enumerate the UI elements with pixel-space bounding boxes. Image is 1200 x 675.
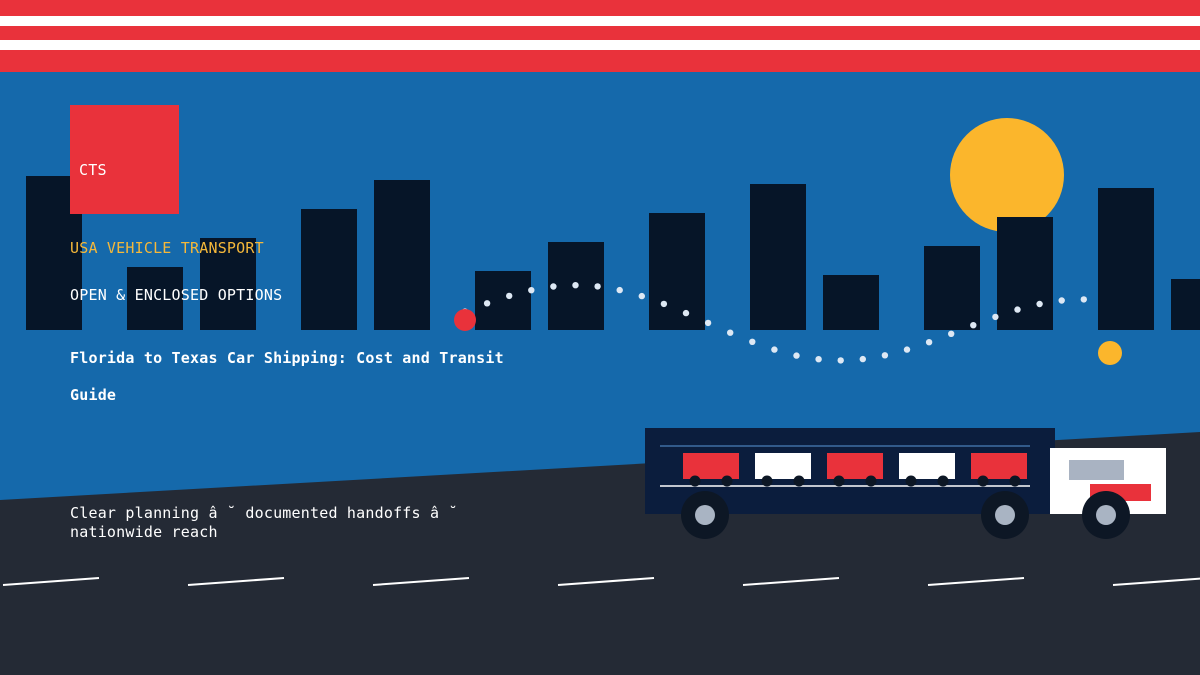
building xyxy=(475,271,531,330)
building xyxy=(997,217,1053,330)
building xyxy=(301,209,357,330)
hero-subkicker: OPEN & ENCLOSED OPTIONS xyxy=(70,286,283,304)
car-wheel xyxy=(905,475,917,487)
building xyxy=(924,246,980,330)
loaded-car xyxy=(899,453,955,487)
route-dot xyxy=(815,356,822,363)
building xyxy=(750,184,806,330)
route-dot xyxy=(704,319,712,327)
wheel-hub xyxy=(695,505,715,525)
car-body xyxy=(971,453,1027,479)
route-dot xyxy=(970,322,977,329)
hero-tagline: Clear planning â ˘ documented handoffs â… xyxy=(70,504,458,541)
route-dot xyxy=(1058,297,1065,304)
building xyxy=(823,275,879,330)
building xyxy=(649,213,705,330)
car-body xyxy=(899,453,955,479)
loaded-car xyxy=(827,453,883,487)
route-dot xyxy=(1080,296,1088,303)
wheel-hub xyxy=(1096,505,1116,525)
stripe-white xyxy=(0,40,1200,50)
lane-mark xyxy=(557,577,655,586)
route-dot xyxy=(660,300,668,308)
truck-wheels xyxy=(681,491,1130,539)
route-dot xyxy=(1036,300,1043,308)
building xyxy=(1171,279,1200,330)
route-dot xyxy=(1014,306,1021,313)
cab-window xyxy=(1069,460,1124,480)
route-dot xyxy=(727,329,734,336)
car-wheel xyxy=(1009,475,1021,487)
route-start-marker-icon xyxy=(454,309,476,331)
route-end-marker-icon xyxy=(1098,341,1122,365)
car-wheel xyxy=(977,475,989,487)
route-dot xyxy=(682,309,690,317)
car-wheel xyxy=(865,475,877,487)
building xyxy=(200,238,256,330)
route-dot xyxy=(638,292,645,300)
lane-mark xyxy=(372,577,470,586)
loaded-car xyxy=(971,453,1027,487)
route-dot xyxy=(616,286,623,294)
route-dot xyxy=(550,283,557,290)
route-dot xyxy=(483,300,491,307)
lane-mark xyxy=(187,577,285,586)
car-body xyxy=(755,453,811,479)
route-dot xyxy=(572,282,579,289)
route-dot xyxy=(528,287,535,294)
route-dot xyxy=(859,355,866,363)
sun-icon xyxy=(950,118,1064,232)
building xyxy=(374,180,430,330)
lane-markings xyxy=(2,577,1200,586)
loaded-car xyxy=(683,453,739,487)
route-dot xyxy=(881,352,889,359)
stripe-red-band xyxy=(0,0,1200,72)
building xyxy=(1098,188,1154,330)
lane-mark xyxy=(742,577,840,586)
wheel-hub xyxy=(995,505,1015,525)
route-dot xyxy=(925,339,933,346)
car-body xyxy=(683,453,739,479)
route-dot xyxy=(837,357,844,364)
car-wheel xyxy=(937,475,949,487)
brand-logo-text: CTS xyxy=(79,161,107,179)
building xyxy=(127,267,183,330)
car-wheel xyxy=(689,475,701,487)
car-wheel xyxy=(833,475,845,487)
lane-mark xyxy=(2,577,100,586)
page-title: Florida to Texas Car Shipping: Cost and … xyxy=(70,349,504,404)
route-dot xyxy=(793,352,800,359)
route-dot xyxy=(903,346,911,353)
loaded-car xyxy=(755,453,811,487)
route-dot xyxy=(594,283,601,290)
route-dot xyxy=(771,346,778,353)
lane-mark xyxy=(927,577,1025,586)
route-dot xyxy=(948,330,955,337)
flag-stripes xyxy=(0,0,1200,72)
route-dot xyxy=(749,338,756,345)
route-dot xyxy=(506,292,513,300)
route-path xyxy=(461,282,1088,364)
car-body xyxy=(827,453,883,479)
loaded-cars xyxy=(683,453,1027,487)
route-dot xyxy=(992,313,999,321)
car-wheel xyxy=(721,475,733,487)
car-wheel xyxy=(761,475,773,487)
stripe-white xyxy=(0,16,1200,26)
lane-mark xyxy=(1112,577,1200,586)
car-carrier-truck-icon xyxy=(645,428,1166,539)
hero-kicker: USA VEHICLE TRANSPORT xyxy=(70,239,264,257)
car-wheel xyxy=(793,475,805,487)
brand-logo: CTS xyxy=(70,105,179,214)
